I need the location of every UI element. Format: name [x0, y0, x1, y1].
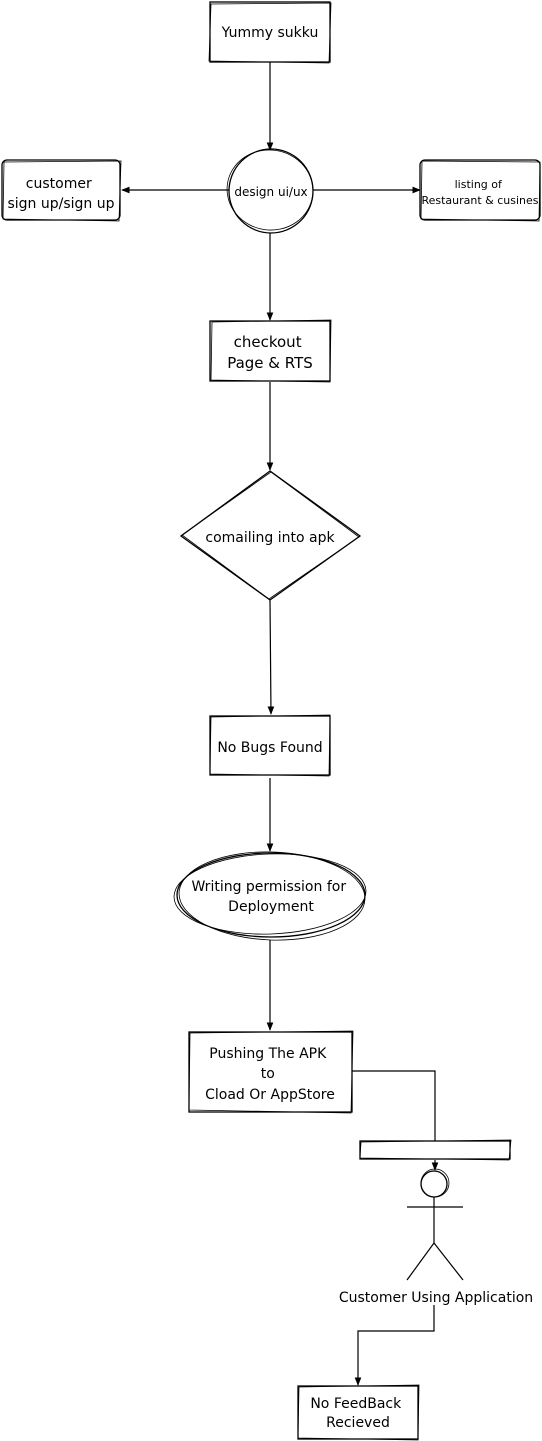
node-compiling-apk-label: comailing into apk — [205, 530, 335, 546]
node-compiling-apk: comailing into apk — [179, 470, 362, 601]
node-checkout: checkout Page & RTS — [209, 319, 332, 383]
node-checkout-label: checkout Page & RTS — [227, 333, 313, 372]
node-pushing-apk: Pushing The APK to Cload Or AppStore — [188, 1030, 354, 1114]
node-writing-permission-label: Writing permission for Deployment — [191, 879, 350, 915]
node-no-feedback-label: No FeedBack Recieved — [310, 1396, 405, 1431]
node-pushing-apk-box — [188, 1031, 353, 1113]
node-no-bugs-box — [209, 715, 331, 776]
node-pushing-apk-label: Pushing The APK to Cload Or AppStore — [205, 1046, 335, 1103]
node-no-feedback: No FeedBack Recieved — [297, 1384, 420, 1441]
node-writing-permission: Writing permission for Deployment — [173, 851, 367, 941]
fork-bar — [359, 1139, 512, 1161]
edge-pushing-to-bar — [352, 1070, 436, 1141]
node-design-uiux: design ui/ux — [226, 148, 314, 234]
edges — [121, 62, 439, 1386]
actor-customer-label: Customer Using Application — [339, 1290, 533, 1306]
node-listing-label: listing of Restaurant & cusines — [421, 178, 538, 207]
node-no-feedback-box — [297, 1385, 419, 1440]
actor-customer: Customer Using Application — [339, 1168, 533, 1306]
edge-actor-to-nofeedback — [354, 1305, 435, 1386]
node-checkout-box — [209, 320, 331, 382]
node-customer-signup: customer sign up/sign up — [1, 159, 122, 222]
node-design-uiux-label: design ui/ux — [234, 185, 307, 199]
actor-customer-legs — [406, 1242, 464, 1281]
node-yummy-sukku-box — [209, 1, 331, 63]
node-yummy-sukku-label: Yummy sukku — [221, 25, 319, 41]
node-listing: listing of Restaurant & cusines — [419, 159, 541, 222]
node-yummy-sukku: Yummy sukku — [208, 1, 332, 64]
fork-bar-rect — [359, 1140, 511, 1160]
node-no-bugs-label: No Bugs Found — [217, 740, 322, 756]
node-no-bugs: No Bugs Found — [209, 714, 331, 777]
node-customer-signup-label: customer sign up/sign up — [7, 176, 114, 212]
edge-compiling-to-nobugs — [267, 599, 275, 715]
